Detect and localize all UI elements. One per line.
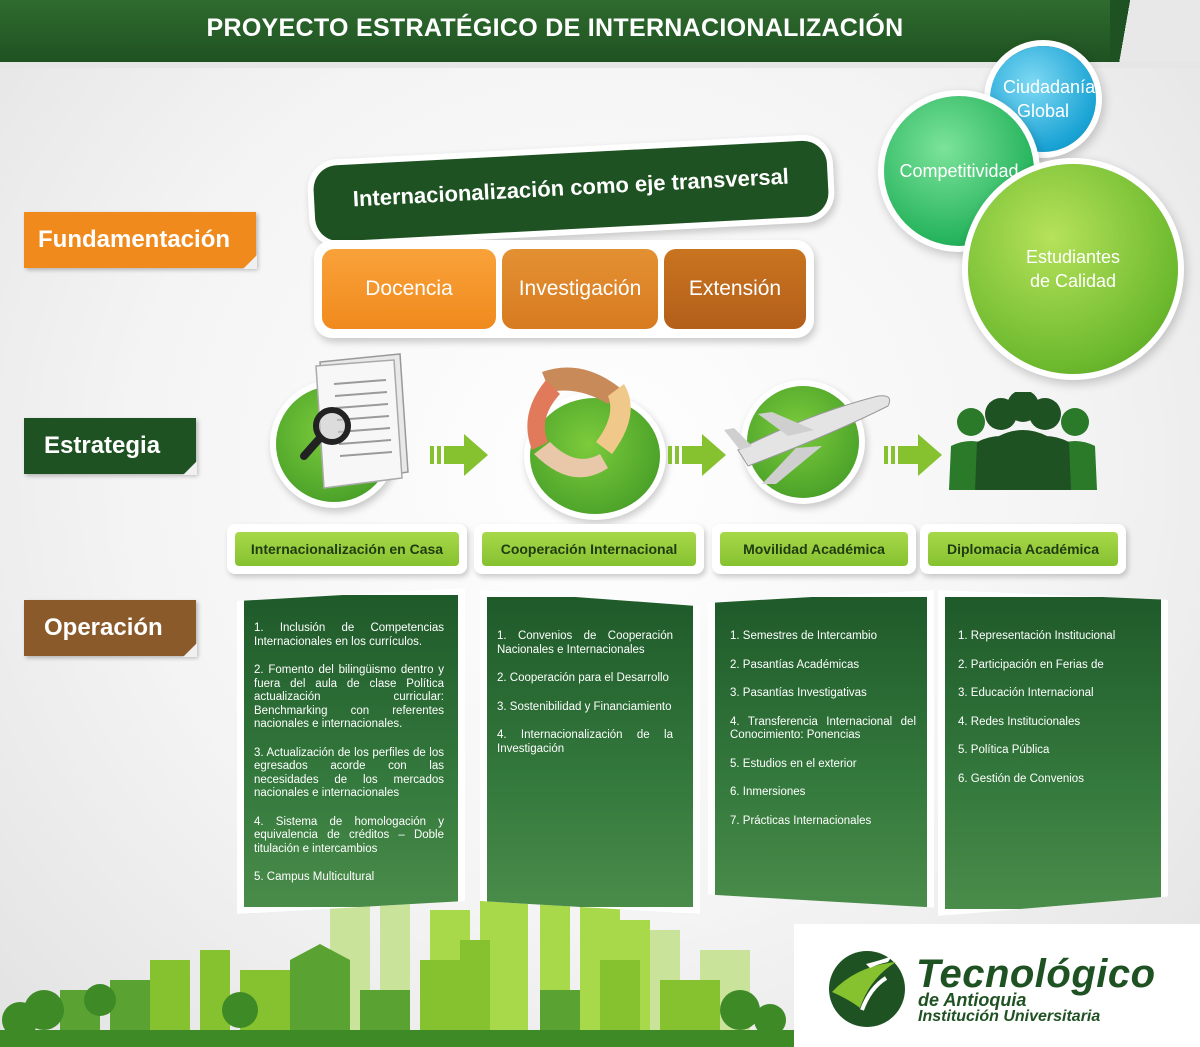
card-panel — [244, 595, 458, 907]
airplane-icon — [724, 395, 891, 484]
list-item: 2. Fomento del bilingüismo dentro y fuer… — [254, 664, 444, 730]
document-search-icon — [300, 353, 409, 489]
arrow-icon — [668, 434, 726, 476]
list-item: 2. Participación en Ferias de — [958, 658, 1104, 671]
list-item: 6. Gestión de Convenios — [958, 772, 1084, 785]
strategy-pill-diplomacia: Diplomacia Académica — [920, 524, 1126, 574]
list-item: 4. Internacionalización de la Investigac… — [497, 729, 673, 755]
bubble-competitividad-label: Competitividad — [899, 160, 1019, 181]
pillar-docencia: Docencia — [322, 249, 496, 329]
transversal-banner: Internacionalización como eje transversa… — [312, 139, 830, 243]
label-operacion: Operación — [24, 600, 197, 657]
strategy-title: Diplomacia Académica — [928, 532, 1118, 566]
list-item: 7. Prácticas Internacionales — [730, 814, 872, 827]
logo-tagline: Institución Universitaria — [918, 1008, 1101, 1025]
list-item: 5. Estudios en el exterior — [730, 757, 857, 770]
operation-list-movilidad: 1. Semestres de Intercambio 2. Pasantías… — [730, 630, 916, 843]
card-panel — [715, 597, 927, 907]
transversal-title: Internacionalización como eje transversa… — [352, 163, 790, 212]
list-item: 1. Semestres de Intercambio — [730, 630, 878, 642]
pillar-extension: Extensión — [664, 249, 806, 329]
operation-list-diplomacia: 1. Representación Institucional 2. Parti… — [958, 630, 1148, 801]
strategy-title: Movilidad Académica — [720, 532, 908, 566]
label-fundamentacion: Fundamentación — [24, 212, 257, 269]
list-item: 4. Sistema de homologación y equivalenci… — [254, 815, 444, 855]
list-item: 2. Cooperación para el Desarrollo — [497, 672, 669, 684]
strategy-title: Cooperación Internacional — [482, 532, 696, 566]
list-item: 1. Convenios de Cooperación Nacionales e… — [497, 630, 673, 656]
list-item: 1. Representación Institucional — [958, 630, 1116, 642]
institution-logo-icon — [829, 951, 905, 1027]
pillar-investigacion: Investigación — [502, 249, 658, 329]
pillars-group: Docencia Investigación Extensión — [314, 240, 814, 338]
operation-list-cooperacion: 1. Convenios de Cooperación Nacionales e… — [497, 630, 673, 771]
bubble-estudiantes-calidad: Estudiantes de Calidad — [968, 164, 1178, 374]
list-item: 3. Actualización de los perfiles de los … — [254, 746, 444, 800]
strategy-pill-cooperacion: Cooperación Internacional — [474, 524, 704, 574]
list-item: 1. Inclusión de Competencias Internacion… — [254, 622, 444, 648]
operation-list-casa: 1. Inclusión de Competencias Internacion… — [254, 622, 444, 900]
arrow-icon — [430, 434, 488, 476]
list-item: 2. Pasantías Académicas — [730, 658, 860, 671]
label-estrategia: Estrategia — [24, 418, 197, 475]
logo-subtitle: de Antioquia — [918, 990, 1027, 1010]
list-item: 5. Política Pública — [958, 744, 1050, 756]
strategy-pill-movilidad: Movilidad Académica — [712, 524, 916, 574]
operation-card-movilidad — [708, 590, 934, 908]
list-item: 3. Educación Internacional — [958, 687, 1094, 699]
bubble-ciudadania-label: Ciudadanía Global — [1003, 77, 1096, 121]
page-title: PROYECTO ESTRATÉGICO DE INTERNACIONALIZA… — [206, 14, 904, 42]
logo-name: Tecnológico — [916, 952, 1156, 996]
operation-card-cooperacion — [480, 590, 700, 914]
operation-card-diplomacia — [938, 590, 1168, 916]
list-item: 3. Pasantías Investigativas — [730, 687, 867, 699]
people-group-icon — [949, 392, 1097, 490]
strategy-pill-casa: Internacionalización en Casa — [227, 524, 467, 574]
bubble-ciudadania-global: Ciudadanía Global — [990, 46, 1096, 152]
operation-card-casa — [237, 588, 465, 914]
list-item: 6. Inmersiones — [730, 786, 806, 798]
header-corner — [1110, 0, 1200, 62]
card-panel — [945, 597, 1161, 909]
list-item: 4. Transferencia Internacional del Conoc… — [730, 715, 916, 742]
list-item: 5. Campus Multicultural — [254, 871, 375, 883]
arrow-icon — [884, 434, 942, 476]
strategy-title: Internacionalización en Casa — [235, 532, 459, 566]
card-panel — [487, 597, 693, 907]
list-item: 3. Sostenibilidad y Financiamiento — [497, 700, 672, 713]
hands-cooperation-icon — [527, 367, 631, 478]
city-skyline-illustration — [0, 870, 800, 1047]
header-bar: PROYECTO ESTRATÉGICO DE INTERNACIONALIZA… — [0, 0, 1200, 68]
list-item: 4. Redes Institucionales — [958, 715, 1081, 728]
bubble-estudiantes-label: Estudiantes de Calidad — [1025, 247, 1121, 291]
